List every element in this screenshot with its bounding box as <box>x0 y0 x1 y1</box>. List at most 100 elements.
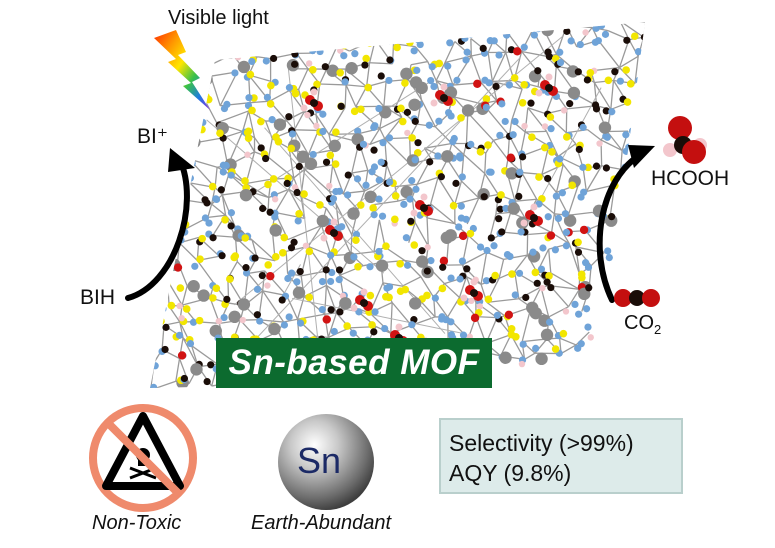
lattice-bond <box>327 312 338 338</box>
lattice-bond <box>414 46 429 62</box>
lattice-bond <box>294 129 319 132</box>
lattice-atom <box>268 322 281 336</box>
lattice-bond <box>550 213 555 233</box>
lattice-bond <box>166 280 170 307</box>
lattice-atom <box>278 296 286 304</box>
lattice-atom <box>237 60 251 74</box>
lattice-atom <box>302 242 310 249</box>
lattice-atom <box>364 190 377 204</box>
lattice-atom <box>322 266 330 274</box>
lattice-bond <box>383 164 388 181</box>
lattice-bond <box>286 295 299 320</box>
lattice-atom <box>434 152 442 160</box>
lattice-atom <box>217 186 225 194</box>
lattice-atom <box>497 191 505 199</box>
lattice-atom <box>226 275 234 283</box>
tin-symbol: Sn <box>297 440 342 481</box>
guest-molecule-atom <box>410 209 418 217</box>
lattice-atom <box>530 31 538 39</box>
lattice-atom <box>645 35 652 42</box>
lattice-atom <box>567 86 581 100</box>
lattice-atom <box>511 291 519 299</box>
lattice-atom <box>605 254 613 262</box>
lattice-atom <box>209 234 217 242</box>
lattice-atom <box>505 81 514 89</box>
lattice-atom <box>575 145 583 154</box>
lattice-atom <box>163 280 171 288</box>
lattice-atom <box>344 191 352 199</box>
lattice-atom <box>256 317 264 325</box>
lattice-bond <box>373 200 399 206</box>
guest-molecule-atom <box>535 89 543 97</box>
lattice-atom <box>468 297 475 305</box>
lattice-atom <box>177 351 187 360</box>
lattice-bond <box>465 112 469 144</box>
lattice-bond <box>301 270 326 277</box>
lattice-atom <box>444 86 458 99</box>
lattice-bond <box>365 62 371 87</box>
co2-label-subscript: 2 <box>654 322 662 337</box>
lattice-atom <box>466 30 475 38</box>
lattice-atom <box>486 37 494 45</box>
lattice-bond <box>339 274 367 292</box>
lattice-atom <box>546 113 555 121</box>
lattice-atom <box>321 63 329 71</box>
lattice-bond <box>430 177 439 205</box>
lattice-atom <box>446 39 454 47</box>
lattice-atom <box>285 313 293 321</box>
lattice-atom <box>396 287 405 296</box>
lattice-bond <box>500 334 512 357</box>
lattice-atom <box>353 175 362 183</box>
lattice-atom <box>385 37 394 45</box>
lattice-atom <box>541 123 549 130</box>
lattice-atom <box>203 387 211 388</box>
lattice-bond <box>308 245 332 257</box>
lattice-atom <box>241 177 249 185</box>
lattice-atom <box>287 244 296 252</box>
lattice-bond <box>619 22 630 40</box>
lattice-atom <box>266 208 274 216</box>
lattice-atom <box>343 322 351 330</box>
lattice-atom <box>561 210 569 218</box>
lattice-atom <box>176 302 183 310</box>
lattice-atom <box>371 122 379 130</box>
lattice-atom <box>441 150 454 163</box>
lattice-atom <box>203 377 211 386</box>
lattice-bond <box>487 52 494 82</box>
lattice-atom <box>266 100 275 108</box>
guest-molecule-atom <box>470 278 478 286</box>
lattice-atom <box>231 69 239 77</box>
lattice-atom <box>546 231 556 240</box>
lattice-atom <box>198 60 211 74</box>
lattice-atom <box>305 293 313 302</box>
lattice-atom <box>151 362 159 370</box>
tin-sphere-icon <box>278 414 374 510</box>
lattice-atom <box>271 213 279 221</box>
lattice-atom <box>386 178 394 186</box>
lattice-atom <box>382 292 390 301</box>
lattice-atom <box>548 148 556 156</box>
lattice-atom <box>397 104 405 113</box>
lattice-atom <box>248 106 256 115</box>
lattice-bond <box>335 203 340 228</box>
lattice-atom <box>279 248 287 257</box>
lattice-bond <box>178 242 198 261</box>
lattice-bond <box>355 86 368 107</box>
lattice-atom <box>352 230 361 238</box>
lattice-bond <box>524 352 536 360</box>
lattice-atom <box>534 22 542 28</box>
lattice-bond <box>402 276 422 287</box>
lattice-bond <box>191 345 218 365</box>
lattice-atom <box>496 205 504 213</box>
lattice-bond <box>267 138 273 158</box>
lattice-atom <box>506 153 515 162</box>
lattice-bond <box>491 52 507 82</box>
lattice-atom <box>467 140 475 148</box>
lattice-atom <box>604 76 613 85</box>
lattice-bond <box>420 99 436 128</box>
lattice-atom <box>518 98 527 107</box>
lattice-atom <box>482 277 491 285</box>
lattice-atom <box>457 202 465 210</box>
lattice-atom <box>518 360 526 368</box>
lattice-atom <box>262 154 270 163</box>
